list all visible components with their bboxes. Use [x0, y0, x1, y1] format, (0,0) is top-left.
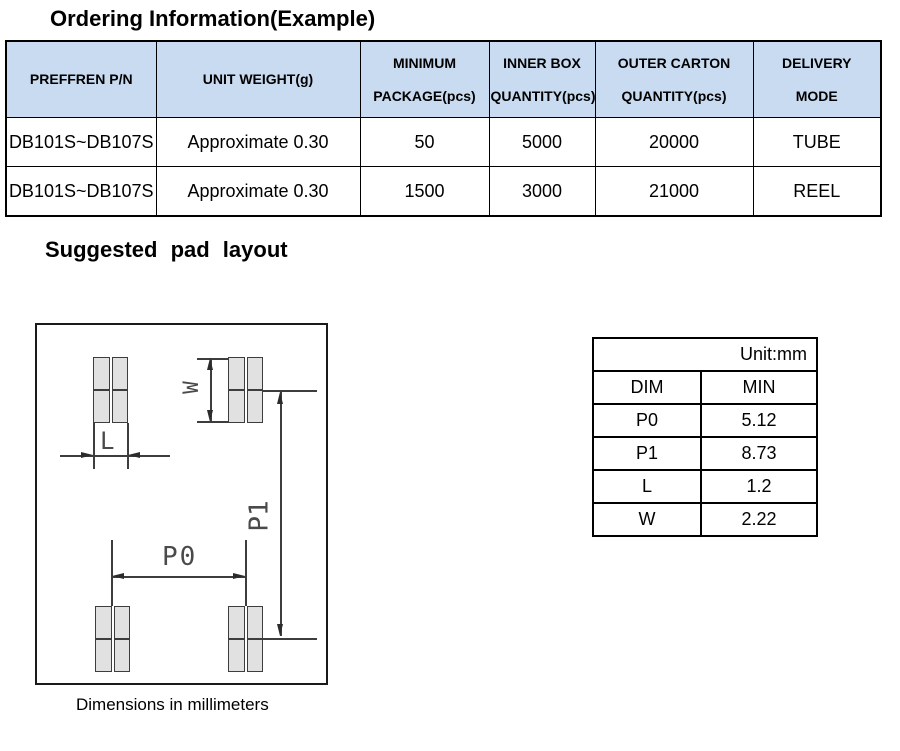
p0-extension-line-left	[111, 540, 113, 606]
cell-weight: Approximate 0.30	[155, 117, 361, 167]
pad-segment	[113, 606, 130, 639]
ordering-table: PREFFREN P/N UNIT WEIGHT(g) MINIMUM PACK…	[5, 40, 882, 217]
cell-min-package: 1500	[359, 166, 490, 217]
cell-delivery-mode: TUBE	[752, 117, 882, 167]
pad-segment	[93, 390, 110, 423]
header-minimum-package: MINIMUM PACKAGE(pcs)	[359, 40, 490, 118]
ordering-row-reel: DB101S~DB107S Approximate 0.30 1500 3000…	[5, 166, 882, 217]
dim-table-header-row: DIM MIN	[592, 370, 818, 405]
unit-label: Unit:mm	[592, 337, 818, 372]
pad-segment	[246, 606, 263, 639]
pad-segment	[228, 639, 245, 672]
pad-segment	[113, 639, 130, 672]
header-delivery-mode: DELIVERY MODE	[752, 40, 882, 118]
pad-bottom-right	[228, 606, 263, 672]
dim-row-l: L 1.2	[592, 469, 818, 504]
p1-reference-line-top	[263, 390, 317, 392]
cell-pn: DB101S~DB107S	[5, 166, 157, 217]
dim-value: 8.73	[700, 436, 818, 471]
l-extension-line-right	[127, 423, 129, 469]
ordering-row-tube: DB101S~DB107S Approximate 0.30 50 5000 2…	[5, 117, 882, 167]
header-preffren-pn: PREFFREN P/N	[5, 40, 157, 118]
w-dimension-line	[210, 358, 212, 422]
diagram-caption: Dimensions in millimeters	[76, 695, 269, 714]
p1-arrowhead-bottom	[277, 624, 283, 636]
dim-value: 5.12	[700, 403, 818, 438]
pad-segment	[228, 390, 245, 423]
p1-reference-line-bottom	[263, 638, 317, 640]
pad-segment	[93, 357, 110, 390]
cell-min-package: 50	[359, 117, 490, 167]
dimension-table: Unit:mm DIM MIN P0 5.12 P1 8.73 L 1.2 W …	[592, 337, 818, 537]
dim-value: 2.22	[700, 502, 818, 537]
dim-name: P0	[592, 403, 702, 438]
ordering-information-title: Ordering Information(Example)	[50, 6, 376, 31]
l-dimension-line	[60, 455, 170, 457]
p1-dimension-label: P1	[244, 500, 275, 532]
header-outer-carton: OUTER CARTON QUANTITY(pcs)	[594, 40, 754, 118]
l-arrowhead-left	[81, 452, 93, 458]
cell-pn: DB101S~DB107S	[5, 117, 157, 167]
pad-bottom-left	[95, 606, 130, 672]
dim-name: W	[592, 502, 702, 537]
p0-extension-line-right	[245, 540, 247, 606]
l-extension-line-left	[93, 423, 95, 469]
p0-dimension-line	[111, 576, 246, 578]
pad-top-left	[93, 357, 128, 423]
p1-dimension-line	[280, 392, 282, 636]
dim-row-w: W 2.22	[592, 502, 818, 537]
header-unit-weight: UNIT WEIGHT(g)	[155, 40, 361, 118]
pad-segment	[111, 357, 128, 390]
cell-weight: Approximate 0.30	[155, 166, 361, 217]
p0-dimension-label: P0	[162, 542, 198, 572]
pad-layout-title: Suggested pad layout	[45, 237, 288, 262]
pad-layout-diagram: L W P1 P0	[35, 323, 328, 685]
dim-row-p1: P1 8.73	[592, 436, 818, 471]
cell-outer-carton: 21000	[594, 166, 754, 217]
header-inner-box: INNER BOX QUANTITY(pcs)	[488, 40, 596, 118]
l-arrowhead-right	[128, 452, 140, 458]
pad-segment	[95, 606, 112, 639]
dim-row-p0: P0 5.12	[592, 403, 818, 438]
w-arrowhead-top	[207, 358, 213, 370]
p1-arrowhead-top	[277, 392, 283, 404]
p0-arrowhead-right	[233, 573, 245, 579]
pad-segment	[246, 639, 263, 672]
l-dimension-label: L	[100, 427, 115, 455]
pad-segment	[228, 357, 245, 390]
min-col-header: MIN	[700, 370, 818, 405]
w-dimension-label: W	[178, 381, 203, 394]
pad-segment	[111, 390, 128, 423]
dim-value: 1.2	[700, 469, 818, 504]
dim-col-header: DIM	[592, 370, 702, 405]
pad-top-right	[228, 357, 263, 423]
pad-segment	[228, 606, 245, 639]
pad-segment	[95, 639, 112, 672]
cell-delivery-mode: REEL	[752, 166, 882, 217]
dim-name: L	[592, 469, 702, 504]
ordering-table-header: PREFFREN P/N UNIT WEIGHT(g) MINIMUM PACK…	[5, 40, 882, 118]
pad-segment	[246, 357, 263, 390]
pad-segment	[246, 390, 263, 423]
p0-arrowhead-left	[112, 573, 124, 579]
dim-table-unit-row: Unit:mm	[592, 337, 818, 372]
cell-inner-box: 5000	[488, 117, 596, 167]
cell-inner-box: 3000	[488, 166, 596, 217]
w-arrowhead-bottom	[207, 410, 213, 422]
cell-outer-carton: 20000	[594, 117, 754, 167]
dim-name: P1	[592, 436, 702, 471]
